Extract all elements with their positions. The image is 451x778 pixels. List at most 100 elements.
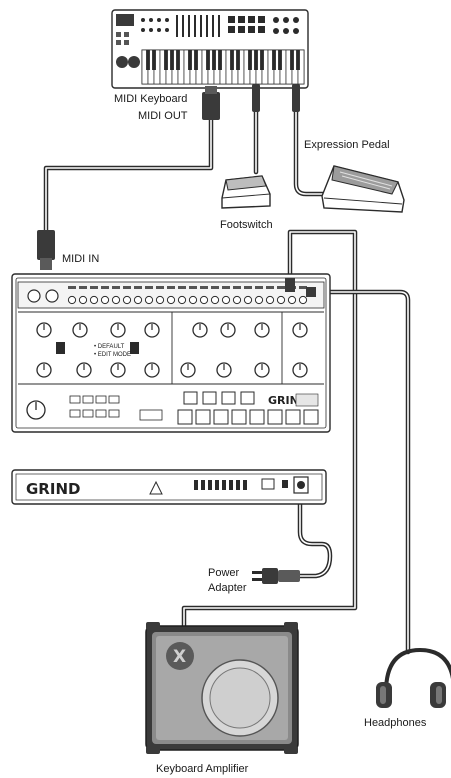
knob [254, 322, 270, 338]
patch-jack-label [90, 286, 98, 289]
patch-jack [232, 295, 242, 305]
rear-port [222, 480, 226, 490]
patch-jack [210, 295, 220, 305]
patch-jack [177, 295, 187, 305]
knob [144, 362, 160, 378]
knob [76, 362, 92, 378]
label-expression-pedal: Expression Pedal [304, 139, 390, 151]
synth-rear-logo: GRIND [26, 480, 80, 498]
patch-jack-label [79, 286, 87, 289]
patch-jack-label [189, 286, 197, 289]
sequencer-button [82, 409, 94, 418]
sequencer-button [108, 409, 120, 418]
patch-jack-label [211, 286, 219, 289]
step-button [195, 409, 211, 425]
step-button [267, 409, 283, 425]
black-key [170, 50, 174, 70]
rear-port [194, 480, 198, 490]
patch-jack [89, 295, 99, 305]
black-key [260, 50, 264, 70]
knob [292, 322, 308, 338]
patch-jack-label [101, 286, 109, 289]
black-key [206, 50, 210, 70]
patch-jack [188, 295, 198, 305]
step-button [202, 391, 217, 405]
knob [254, 362, 270, 378]
patch-jack-label [112, 286, 120, 289]
label-headphones: Headphones [364, 717, 427, 729]
patch-jack-label [167, 286, 175, 289]
knob [110, 362, 126, 378]
step-button [183, 391, 198, 405]
black-key [272, 50, 276, 70]
black-key [248, 50, 252, 70]
midi-out-plug [202, 86, 220, 120]
svg-text:• EDIT MODE: • EDIT MODE [94, 352, 131, 358]
black-key [230, 50, 234, 70]
black-key [290, 50, 294, 70]
synth-output-plugs [285, 278, 316, 297]
label-keyboard-amplifier: Keyboard Amplifier [156, 763, 249, 775]
synth-front-panel: • DEFAULT • EDIT MODE GRIND [11, 273, 331, 433]
label-midi-out: MIDI OUT [138, 110, 188, 122]
patch-jack-label [233, 286, 241, 289]
patch-jack [133, 295, 143, 305]
patch-jack-label [145, 286, 153, 289]
rear-port [229, 480, 233, 490]
patch-jack-label [156, 286, 164, 289]
knob [180, 362, 196, 378]
patch-jack [265, 295, 275, 305]
black-key [194, 50, 198, 70]
patch-jack [298, 295, 308, 305]
rear-port [208, 480, 212, 490]
knob [220, 322, 236, 338]
black-key [254, 50, 258, 70]
black-key [212, 50, 216, 70]
label-power: Power [208, 567, 240, 579]
knob [144, 322, 160, 338]
patch-jack-label [277, 286, 285, 289]
step-button [240, 391, 255, 405]
knob [36, 362, 52, 378]
step-button [231, 409, 247, 425]
keyboard-amplifier: X [145, 622, 299, 754]
patch-jack-label [255, 286, 263, 289]
rear-port [236, 480, 240, 490]
amp-logo: X [173, 647, 186, 667]
synth-rear-panel: GRIND [11, 469, 327, 505]
power-adapter [252, 568, 300, 584]
black-key [218, 50, 222, 70]
patch-jack [221, 295, 231, 305]
label-midi-in: MIDI IN [62, 253, 99, 265]
black-key [236, 50, 240, 70]
step-button [221, 391, 236, 405]
patch-jack-label [222, 286, 230, 289]
sequencer-button [139, 409, 163, 421]
rear-port [215, 480, 219, 490]
black-key [188, 50, 192, 70]
patch-jack [199, 295, 209, 305]
label-adapter: Adapter [208, 582, 247, 594]
patch-jack [122, 295, 132, 305]
patch-jack [276, 295, 286, 305]
sequencer-button [95, 395, 107, 404]
step-button [177, 409, 193, 425]
rear-port [243, 480, 247, 490]
patch-jack [78, 295, 88, 305]
black-key [164, 50, 168, 70]
patch-jack-label [200, 286, 208, 289]
patch-jack-label [266, 286, 274, 289]
sequencer-button [69, 409, 81, 418]
patch-jack [144, 295, 154, 305]
patch-jack-label [178, 286, 186, 289]
black-key [146, 50, 150, 70]
black-key [176, 50, 180, 70]
expression-pedal [321, 165, 405, 213]
expression-pedal-cable [293, 107, 327, 197]
black-key [278, 50, 282, 70]
headphones [376, 647, 451, 708]
patch-jack-label [68, 286, 76, 289]
knob [36, 322, 52, 338]
svg-text:• DEFAULT: • DEFAULT [94, 344, 125, 350]
